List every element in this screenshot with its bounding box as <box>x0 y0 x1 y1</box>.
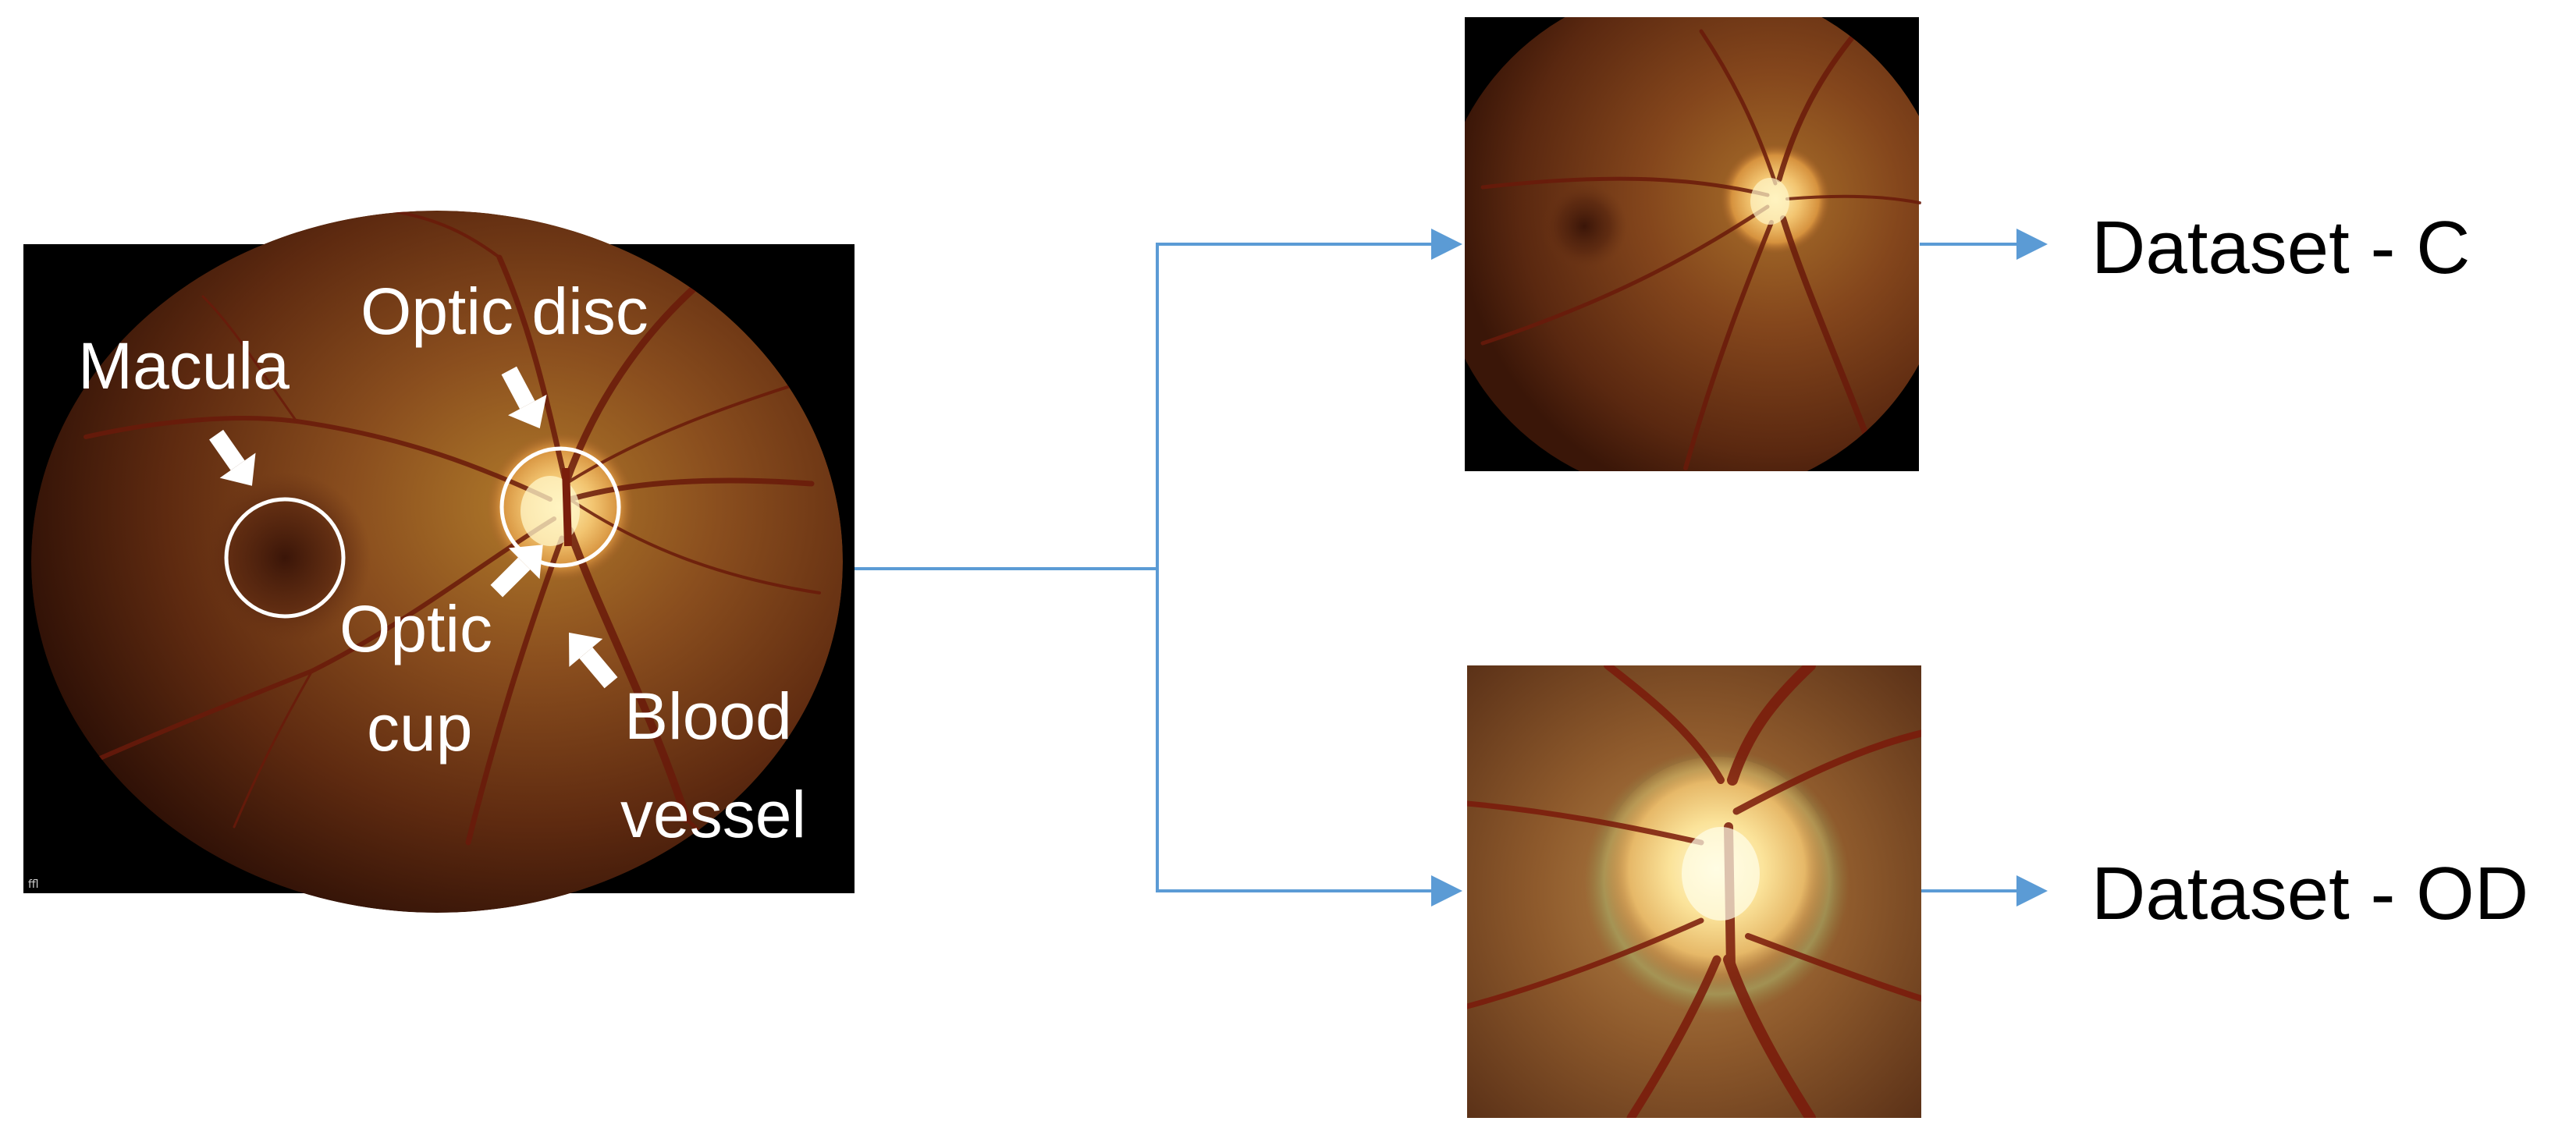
source-fundus-image: Macula Optic disc Optic cup Blood vessel… <box>23 211 855 913</box>
optic-cup-label-line2: cup <box>367 691 472 765</box>
macula-marker-circle <box>224 497 346 619</box>
blood-vessels <box>83 211 829 899</box>
dataset-od-image <box>1467 665 1921 1118</box>
connector-branch-top <box>1156 229 1462 569</box>
optic-cup-arrow <box>490 545 543 598</box>
annotation-arrows <box>209 366 618 689</box>
corner-stamp: ffl <box>28 878 39 891</box>
connector-branch-bottom <box>1156 569 1462 907</box>
macula-region <box>199 472 371 644</box>
connectors <box>855 229 2048 907</box>
optic-disc-marker-circle <box>499 446 621 568</box>
macula-arrow <box>209 429 256 486</box>
dataset-od-label: Dataset - OD <box>2091 852 2528 935</box>
blood-vessel-label-line1: Blood <box>624 679 792 753</box>
optic-disc-arrow <box>501 366 547 429</box>
dataset-c-image <box>1465 17 1921 471</box>
blood-vessel-label-line2: vessel <box>620 778 806 851</box>
dataset-c-label: Dataset - C <box>2091 206 2470 289</box>
macula-label: Macula <box>78 329 290 403</box>
optic-disc-label: Optic disc <box>361 275 648 348</box>
optic-cup-label-line1: Optic <box>339 592 492 665</box>
blood-vessel-arrow <box>569 632 618 689</box>
